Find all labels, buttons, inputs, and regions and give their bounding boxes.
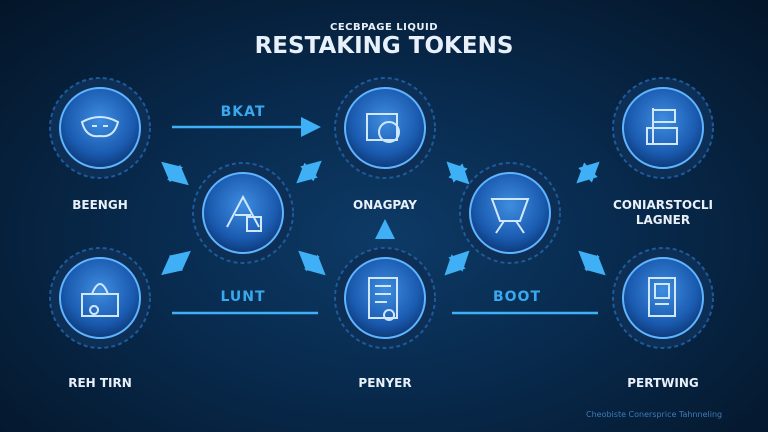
node-disc xyxy=(469,172,551,254)
node-disc xyxy=(344,257,426,339)
arrow-label-bottom-right: BOOT xyxy=(492,289,542,305)
node-coniarstocli-lagner xyxy=(612,77,714,179)
double-arrow xyxy=(298,250,326,276)
double-arrow xyxy=(576,161,600,184)
node-onagpay xyxy=(334,77,436,179)
double-arrow xyxy=(446,161,470,185)
diagram-subtitle: CECBPAGE LIQUID xyxy=(329,22,439,33)
diagram-title: RESTAKING TOKENS xyxy=(254,33,514,59)
node-label-pertwing: PERTWING xyxy=(627,376,699,390)
node-label-penyer: PENYER xyxy=(358,376,412,390)
node-disc xyxy=(344,87,426,169)
double-arrow xyxy=(578,250,606,276)
node-label-onagpay: ONAGPAY xyxy=(353,198,417,212)
node-pertwing xyxy=(612,247,714,349)
arrow-label-top: BKAT xyxy=(220,104,266,120)
node-disc xyxy=(202,172,284,254)
node-beengh xyxy=(49,77,151,179)
token-card-icon xyxy=(366,113,401,143)
node-hub-1 xyxy=(192,162,294,264)
footer-caption: Cheobiste Conersprice Tahnneling xyxy=(586,410,723,419)
mask-icon xyxy=(80,116,120,138)
double-arrow xyxy=(161,250,191,276)
node-disc xyxy=(59,87,141,169)
node-label-reh-tirn: REH TIRN xyxy=(68,376,132,390)
bag-icon xyxy=(81,283,119,317)
node-penyer xyxy=(334,247,436,349)
node-reh-tirn xyxy=(49,247,151,349)
flag-screen-icon xyxy=(646,108,678,145)
document-icon xyxy=(368,277,398,321)
node-label-lagner: CONIARSTOCLI LAGNER xyxy=(613,198,713,227)
double-arrow xyxy=(161,161,189,186)
double-arrow xyxy=(444,250,470,276)
arrow-label-bottom-left: LUNT xyxy=(220,289,266,305)
node-disc xyxy=(59,257,141,339)
node-hub-3 xyxy=(459,162,561,264)
vault-cup-icon xyxy=(490,198,530,234)
double-arrow xyxy=(296,160,322,184)
node-label-beengh: BEENGH xyxy=(72,198,128,212)
tablet-icon xyxy=(648,277,676,317)
key-lock-icon xyxy=(226,194,262,232)
